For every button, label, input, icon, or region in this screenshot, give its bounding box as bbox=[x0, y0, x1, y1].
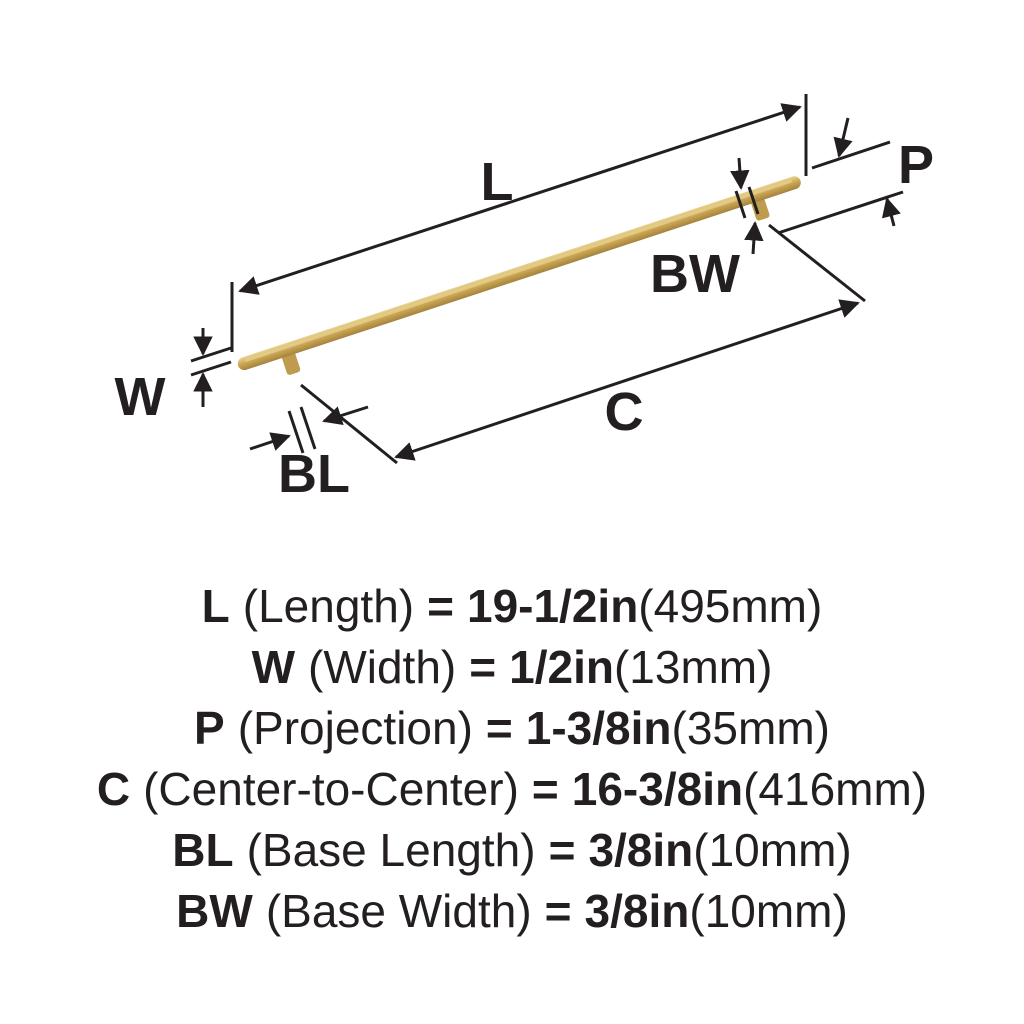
spec-equals: = bbox=[485, 702, 513, 754]
p-extension-line-top bbox=[811, 140, 891, 170]
dimension-diagram: L W P BW C BL bbox=[115, 94, 934, 504]
bw-tick-right bbox=[747, 186, 760, 215]
bl-tick-right bbox=[299, 406, 317, 450]
dim-label-base-length: BL bbox=[278, 444, 350, 504]
c-extension-line-left bbox=[300, 383, 398, 465]
spec-value: 19-1/2in bbox=[466, 580, 639, 632]
spec-abbr: W bbox=[251, 641, 296, 693]
dim-label-width: W bbox=[115, 367, 166, 427]
spec-metric: (10mm) bbox=[689, 885, 848, 937]
c-dimension-line bbox=[394, 299, 860, 461]
spec-equals: = bbox=[544, 885, 572, 937]
spec-abbr: BW bbox=[176, 885, 253, 937]
bl-arrow-right bbox=[322, 405, 369, 425]
spec-equals: = bbox=[531, 763, 559, 815]
spec-label: (Width) bbox=[308, 641, 457, 693]
p-arrow-top bbox=[833, 117, 853, 158]
spec-equals: = bbox=[548, 824, 576, 876]
spec-list: L(Length)=19-1/2in(495mm) W(Width)=1/2in… bbox=[0, 576, 1024, 942]
spec-row-center-to-center: C(Center-to-Center)=16-3/8in(416mm) bbox=[0, 759, 1024, 820]
spec-row-base-length: BL(Base Length)=3/8in(10mm) bbox=[0, 820, 1024, 881]
spec-label: (Center-to-Center) bbox=[143, 763, 519, 815]
spec-label: (Base Width) bbox=[265, 885, 532, 937]
p-extension-line-bottom bbox=[777, 190, 904, 235]
bl-arrow-left bbox=[249, 432, 291, 451]
bw-arrow-bottom bbox=[744, 221, 764, 255]
c-extension-line-right bbox=[768, 223, 866, 303]
spec-row-width: W(Width)=1/2in(13mm) bbox=[0, 637, 1024, 698]
spec-label: (Length) bbox=[242, 580, 415, 632]
spec-value: 3/8in bbox=[584, 885, 690, 937]
spec-value: 1-3/8in bbox=[525, 702, 672, 754]
l-dimension-line bbox=[238, 103, 802, 295]
dim-label-projection: P bbox=[898, 135, 934, 195]
spec-row-length: L(Length)=19-1/2in(495mm) bbox=[0, 576, 1024, 637]
spec-label: (Projection) bbox=[237, 702, 473, 754]
bw-arrow-top bbox=[730, 157, 750, 190]
spec-abbr: C bbox=[96, 763, 131, 815]
bl-tick-left bbox=[287, 410, 305, 454]
spec-equals: = bbox=[469, 641, 497, 693]
p-arrow-bottom bbox=[881, 197, 901, 227]
spec-row-base-width: BW(Base Width)=3/8in(10mm) bbox=[0, 881, 1024, 942]
dim-label-length: L bbox=[481, 152, 514, 212]
spec-equals: = bbox=[427, 580, 454, 632]
spec-metric: (10mm) bbox=[693, 824, 852, 876]
spec-metric: (416mm) bbox=[743, 763, 928, 815]
bw-tick-left bbox=[734, 190, 747, 219]
spec-abbr: L bbox=[201, 580, 230, 632]
spec-abbr: BL bbox=[172, 824, 234, 876]
pull-handle-post-left bbox=[281, 352, 301, 375]
spec-value: 1/2in bbox=[509, 641, 614, 693]
spec-value: 16-3/8in bbox=[571, 763, 744, 815]
spec-value: 3/8in bbox=[588, 824, 694, 876]
w-tick-bottom bbox=[190, 360, 232, 377]
dim-label-base-width: BW bbox=[650, 244, 740, 304]
w-tick-top bbox=[190, 346, 232, 363]
spec-metric: (13mm) bbox=[613, 641, 773, 693]
spec-abbr: P bbox=[194, 702, 225, 754]
dim-label-center-to-center: C bbox=[605, 382, 644, 442]
spec-metric: (35mm) bbox=[671, 702, 830, 754]
spec-label: (Base Length) bbox=[246, 824, 536, 876]
spec-row-projection: P(Projection)=1-3/8in(35mm) bbox=[0, 698, 1024, 759]
spec-metric: (495mm) bbox=[638, 580, 823, 632]
